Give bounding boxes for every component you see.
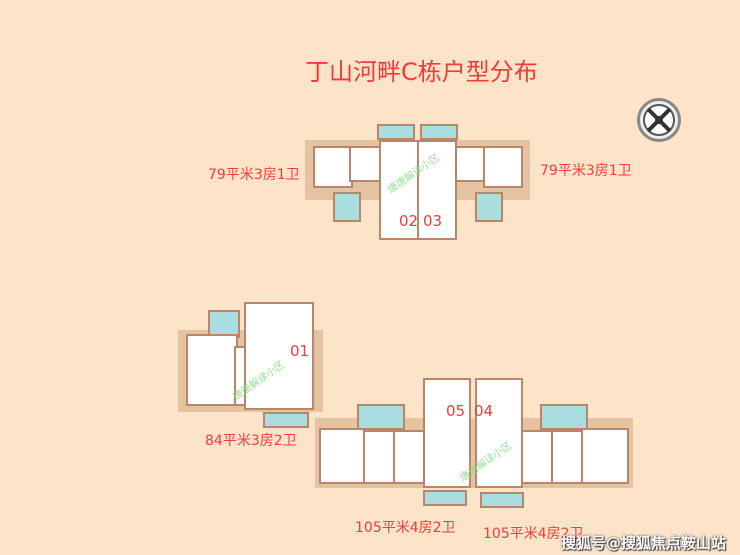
compass-icon bbox=[637, 98, 681, 142]
unit-02-label: 79平米3房1卫 bbox=[208, 167, 300, 183]
unit-04-number: 04 bbox=[474, 402, 494, 420]
unit-03-number: 03 bbox=[423, 212, 443, 230]
source-watermark: 搜狐号@搜狐焦点鞍山站 bbox=[560, 534, 726, 552]
page-title: 丁山河畔C栋户型分布 bbox=[305, 58, 538, 86]
floor-plan-05-04: 唐唐解读小区 bbox=[315, 378, 633, 513]
unit-01-number: 01 bbox=[290, 342, 310, 360]
unit-01-label: 84平米3房2卫 bbox=[205, 433, 297, 449]
unit-05-number: 05 bbox=[446, 402, 466, 420]
floor-plan-01: 唐唐解读小区 bbox=[178, 302, 333, 428]
unit-03-label: 79平米3房1卫 bbox=[540, 163, 632, 179]
unit-04-label: 105平米4房2卫 bbox=[483, 526, 584, 542]
unit-05-label: 105平米4房2卫 bbox=[355, 520, 456, 536]
unit-02-number: 02 bbox=[399, 212, 419, 230]
floor-plan-02-03: 唐唐解读小区 bbox=[305, 120, 530, 242]
